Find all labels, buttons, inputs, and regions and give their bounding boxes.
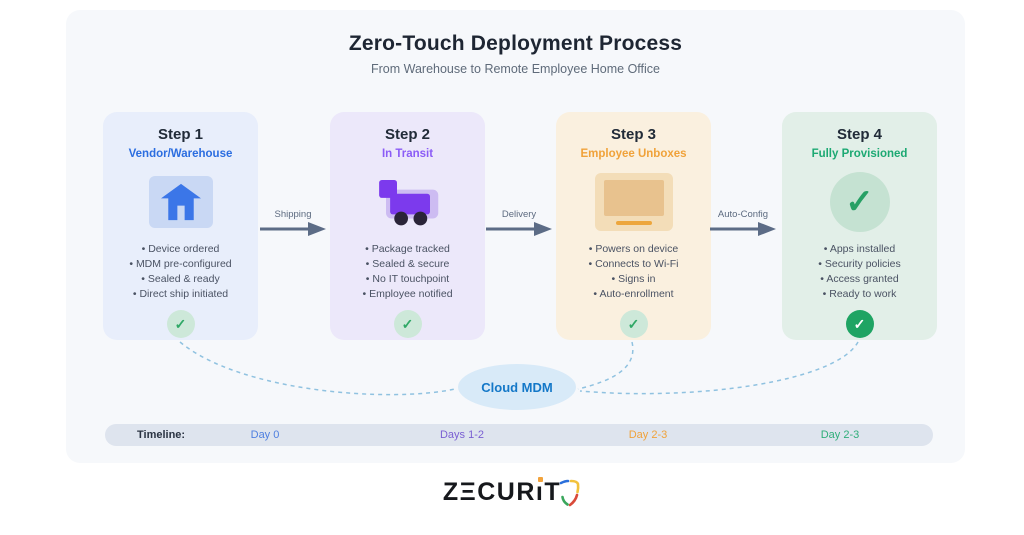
- step-label: Step 3: [610, 126, 656, 143]
- step-bullet-list: Powers on device Connects to Wi-Fi Signs…: [556, 242, 711, 302]
- check-circle-icon: ✓: [166, 310, 195, 338]
- warehouse-home-icon: [148, 176, 213, 228]
- bullet-item: Apps installed: [782, 242, 937, 257]
- timeline-entry-days1-2: Days 1-2: [439, 429, 485, 441]
- step-card-in-transit: Step 2 In Transit Package tracked Sealed…: [330, 112, 485, 340]
- step-bullet-list: Package tracked Sealed & secure No IT to…: [330, 242, 485, 302]
- bullet-item: Sealed & ready: [103, 272, 258, 287]
- step-name: Employee Unboxes: [580, 148, 687, 160]
- step-bullet-list: Apps installed Security policies Access …: [782, 242, 937, 302]
- logo-letter: T: [544, 477, 562, 506]
- bullet-item: Access granted: [782, 272, 937, 287]
- bullet-item: Auto-enrollment: [556, 287, 711, 302]
- bullet-item: Sealed & secure: [330, 257, 485, 272]
- arrow-delivery: Delivery: [485, 209, 553, 241]
- logo-letter: Z: [442, 477, 460, 506]
- timeline-entry-day2-3-unbox: Day 2-3: [628, 429, 668, 441]
- step-name: Vendor/Warehouse: [128, 148, 233, 160]
- step-name: In Transit: [381, 148, 434, 160]
- truck-icon: [378, 180, 438, 226]
- bullet-item: Employee notified: [330, 287, 485, 302]
- logo-letter-i: ı: [535, 476, 545, 506]
- arrow-auto-config: Auto-Config: [709, 209, 777, 241]
- step-label: Step 2: [384, 126, 430, 143]
- bullet-item: Direct ship initiated: [103, 287, 258, 302]
- bullet-item: MDM pre-configured: [103, 257, 258, 272]
- bullet-item: No IT touchpoint: [330, 272, 485, 287]
- timeline-entry-day0: Day 0: [250, 429, 280, 441]
- bullet-item: Powers on device: [556, 242, 711, 257]
- right-arrow-icon: [260, 222, 326, 236]
- cloud-mdm-label: Cloud MDM: [481, 379, 553, 395]
- bullet-item: Ready to work: [782, 287, 937, 302]
- bullet-item: Package tracked: [330, 242, 485, 257]
- check-circle-icon: ✓: [393, 310, 422, 338]
- check-circle-icon: ✓: [619, 310, 648, 338]
- shield-icon: [559, 479, 580, 507]
- step-name: Fully Provisioned: [811, 148, 908, 160]
- step-bullet-list: Device ordered MDM pre-configured Sealed…: [103, 242, 258, 302]
- monitor-icon: [594, 173, 673, 231]
- logo-i-dot: [538, 476, 544, 482]
- arrow-label: Delivery: [501, 209, 537, 220]
- logo-letter-stylized-e: Ξ: [459, 477, 478, 506]
- arrow-label: Shipping: [274, 209, 312, 220]
- step-label: Step 4: [836, 126, 882, 143]
- bullet-item: Device ordered: [103, 242, 258, 257]
- arrow-label: Auto-Config: [717, 209, 769, 220]
- page-title: Zero-Touch Deployment Process: [348, 32, 683, 55]
- timeline-bar: Timeline: Day 0 Days 1-2 Day 2-3 Day 2-3: [105, 424, 933, 446]
- right-arrow-icon: [710, 222, 776, 236]
- step-label: Step 1: [157, 126, 203, 143]
- right-arrow-icon: [486, 222, 552, 236]
- bullet-item: Security policies: [782, 257, 937, 272]
- zecurit-logo: Z Ξ CUR ı T: [0, 476, 1024, 507]
- step-card-fully-provisioned: Step 4 Fully Provisioned ✓ Apps installe…: [782, 112, 937, 340]
- page-subtitle: From Warehouse to Remote Employee Home O…: [370, 62, 660, 76]
- timeline-label: Timeline:: [137, 429, 186, 441]
- logo-letter: CUR: [477, 477, 536, 506]
- zecurit-logo-text: Z Ξ CUR ı T: [442, 476, 562, 507]
- step-card-vendor-warehouse: Step 1 Vendor/Warehouse Device ordered M…: [103, 112, 258, 340]
- bullet-item: Signs in: [556, 272, 711, 287]
- bullet-item: Connects to Wi-Fi: [556, 257, 711, 272]
- check-circle-icon: ✓: [829, 172, 890, 232]
- step-card-employee-unboxes: Step 3 Employee Unboxes Powers on device…: [556, 112, 711, 340]
- timeline-entry-day2-3-provisioned: Day 2-3: [820, 429, 860, 441]
- arrow-shipping: Shipping: [259, 209, 327, 241]
- check-circle-icon: ✓: [845, 310, 874, 338]
- cloud-mdm-node: Cloud MDM: [458, 364, 576, 410]
